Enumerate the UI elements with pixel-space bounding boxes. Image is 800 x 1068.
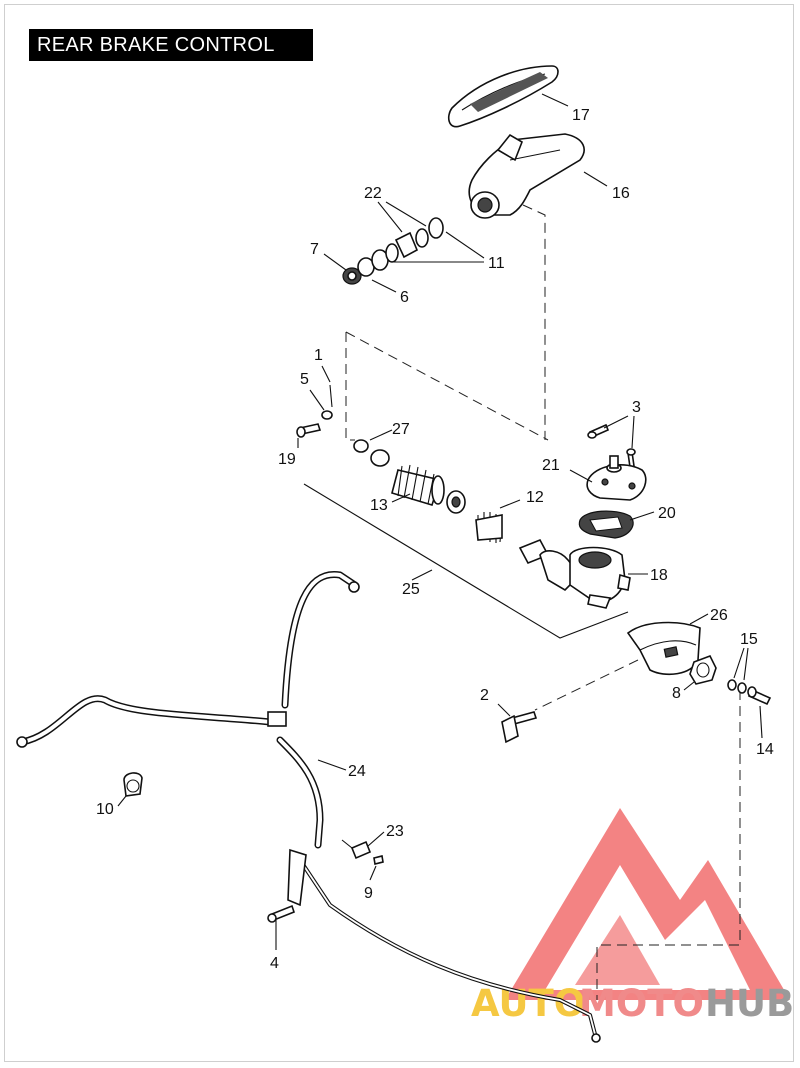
bushing-22b: [415, 228, 429, 248]
callout-25: 25: [402, 581, 420, 598]
watermark-text-moto: MOTO: [579, 982, 704, 1025]
pedal-arm-16: [468, 133, 585, 219]
clip-10: [123, 772, 143, 797]
fitting-9: [373, 855, 384, 865]
callout-24: 24: [348, 763, 366, 780]
callout-16: 16: [612, 185, 630, 202]
callout-11: 11: [488, 255, 505, 272]
callout-6: 6: [400, 289, 409, 306]
brake-hose-24: [16, 570, 360, 849]
seal-and-spring-12: [446, 490, 503, 543]
callout-8: 8: [672, 685, 681, 702]
callout-2: 2: [480, 687, 489, 704]
callout-labels: 1 2 3 4 5 6 7 8 9 10 11 12 13 14 15 16 1…: [96, 107, 774, 972]
callout-19: 19: [278, 451, 296, 468]
retaining-ring-27: [353, 439, 369, 453]
diaphragm-20: [578, 510, 634, 539]
nut-8: [689, 654, 717, 685]
callout-1: 1: [314, 347, 323, 364]
assembly-lines: [345, 204, 741, 1000]
cotter-pin-1: [329, 384, 333, 408]
callout-5: 5: [300, 371, 309, 388]
watermark-text-hub: HUB: [705, 982, 794, 1025]
callout-13: 13: [370, 497, 388, 514]
washer-5: [321, 410, 333, 420]
watermark-logo: AUTO MOTO HUB: [471, 808, 794, 1025]
leader-lines: [117, 93, 763, 950]
callout-23: 23: [386, 823, 404, 840]
callout-27: 27: [392, 421, 410, 438]
callout-26: 26: [710, 607, 728, 624]
bracket-26: [626, 621, 701, 676]
callout-15: 15: [740, 631, 758, 648]
callout-3: 3: [632, 399, 641, 416]
bolt-4: [267, 904, 295, 923]
reservoir-cap-21: [586, 455, 647, 501]
callout-17: 17: [572, 107, 590, 124]
callout-20: 20: [658, 505, 676, 522]
callout-18: 18: [650, 567, 668, 584]
pedal-pad-17: [447, 65, 559, 128]
brake-switch-23: [341, 839, 384, 865]
washer-27b: [370, 449, 390, 467]
brake-tube: [287, 848, 601, 1043]
callout-22: 22: [364, 185, 382, 202]
washer-15a: [727, 679, 737, 691]
callout-21: 21: [542, 457, 560, 474]
callout-12: 12: [526, 489, 544, 506]
pivot-hardware: [342, 217, 444, 285]
bushing-22a: [394, 231, 419, 259]
callout-10: 10: [96, 801, 114, 818]
page-frame: [4, 4, 794, 1062]
master-cylinder-18: [518, 538, 631, 609]
callout-14: 14: [756, 741, 774, 758]
o-ring-11c: [428, 217, 444, 239]
o-ring-11b: [385, 243, 399, 263]
clevis-hardware: [296, 384, 390, 467]
watermark-triangle-core: [575, 915, 660, 985]
page-title: REAR BRAKE CONTROL: [29, 29, 313, 61]
bolt-2: [501, 711, 538, 744]
washer-15b: [737, 682, 747, 694]
nut-washers-bolt: [689, 654, 772, 706]
callout-4: 4: [270, 955, 279, 972]
callout-7: 7: [310, 241, 319, 258]
callout-9: 9: [364, 885, 373, 902]
